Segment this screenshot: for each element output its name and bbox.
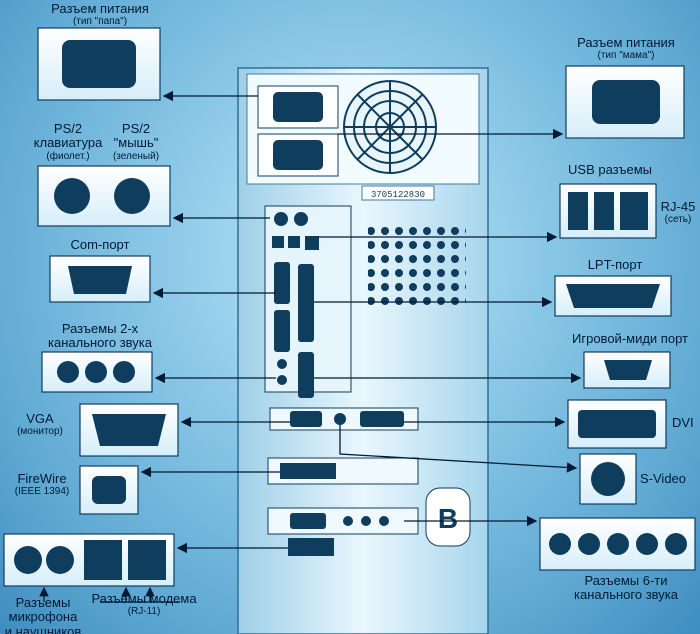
label-usb: USB разъемы bbox=[568, 162, 652, 177]
label-power-male: Разъем питания (тип "папа") bbox=[51, 1, 149, 28]
leader-lines bbox=[140, 90, 582, 554]
pc-case: 3705122830 B bbox=[237, 67, 489, 634]
svg-text:B: B bbox=[438, 503, 458, 534]
label-ps2-keyboard: PS/2 клавиатура (фиолет.) bbox=[33, 121, 103, 162]
label-dvi: DVI bbox=[672, 415, 694, 430]
label-game-midi: Игровой-миди порт bbox=[572, 331, 688, 346]
label-svideo: S-Video bbox=[640, 471, 687, 486]
serial-sticker: 3705122830 bbox=[371, 190, 425, 200]
label-firewire: FireWire (IEEE 1394) bbox=[14, 471, 70, 498]
label-vga: VGA (монитор) bbox=[17, 411, 63, 438]
label-ps2-mouse: PS/2 "мышь" (зеленый) bbox=[112, 121, 160, 162]
label-lpt-port: LPT-порт bbox=[587, 257, 643, 272]
label-audio-6ch: Разъемы 6-ти канального звука bbox=[574, 573, 678, 603]
label-modem: Разъемы модема (RJ-11) bbox=[91, 591, 197, 618]
label-rj45: RJ-45 (сеть) bbox=[660, 199, 696, 226]
label-audio-2ch: Разъемы 2-х канального звука bbox=[48, 321, 152, 351]
label-com-port: Com-порт bbox=[70, 237, 130, 252]
label-power-female: Разъем питания (тип "мама") bbox=[577, 35, 675, 62]
label-mic-headphones: Разъемы микрофона и наушников bbox=[4, 595, 82, 634]
